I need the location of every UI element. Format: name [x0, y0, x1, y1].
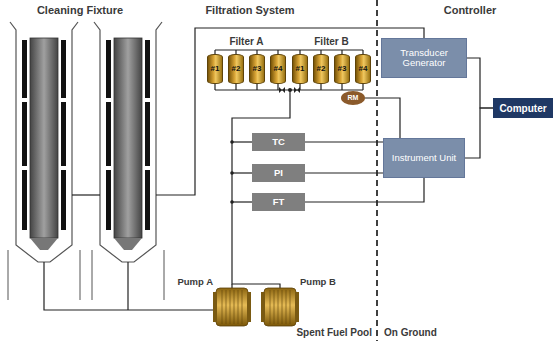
- node-text: #3: [338, 65, 347, 74]
- node-text: TC: [272, 137, 285, 147]
- sensor-box: FT: [252, 193, 305, 211]
- cleaning-column: [8, 22, 80, 300]
- region-label: On Ground: [384, 327, 504, 339]
- boundary-line: [376, 0, 378, 341]
- node-text: #2: [317, 65, 326, 74]
- signal-wire: [467, 58, 493, 108]
- node-text: #4: [274, 65, 283, 74]
- section-heading: Controller: [400, 4, 540, 17]
- filter-cartridge: #4: [270, 54, 286, 84]
- pump-symbol: [213, 288, 251, 326]
- section-heading: Cleaning Fixture: [10, 4, 150, 17]
- cleaning-column: [92, 22, 164, 300]
- group-label: Filter A: [207, 36, 286, 48]
- node-text: Instrument Unit: [392, 153, 456, 163]
- node-text: FT: [273, 197, 285, 207]
- node-text: Computer: [499, 103, 546, 114]
- sensor-box: TC: [252, 133, 305, 151]
- node-text: #1: [296, 65, 305, 74]
- node-text: PI: [274, 168, 283, 178]
- part-label: Pump A: [160, 276, 213, 287]
- controller-box: Instrument Unit: [383, 138, 465, 178]
- part-label: Pump B: [300, 276, 350, 287]
- filter-cartridge: #4: [355, 54, 371, 84]
- filter-cartridge: #2: [313, 54, 329, 84]
- signal-wire: [305, 178, 424, 202]
- filter-cartridge: #2: [228, 54, 244, 84]
- filter-cartridge: #1: [207, 54, 223, 84]
- computer-box: Computer: [493, 98, 553, 118]
- node-text: Transducer Generator: [382, 48, 466, 69]
- filter-cartridge: #3: [334, 54, 350, 84]
- sensor-box: PI: [252, 164, 305, 182]
- signal-wire: [305, 141, 383, 142]
- region-label: Spent Fuel Pool: [250, 327, 372, 339]
- signal-wire: [465, 108, 493, 158]
- controller-box: Transducer Generator: [381, 38, 467, 78]
- node-text: #1: [211, 65, 220, 74]
- node-text: #4: [359, 65, 368, 74]
- filter-cartridge: #1: [292, 54, 308, 84]
- group-label: Filter B: [292, 36, 371, 48]
- node-text: #3: [253, 65, 262, 74]
- node-text: RM: [348, 94, 359, 102]
- signal-wire: [365, 98, 400, 138]
- signal-wire: [305, 172, 383, 173]
- node-text: #2: [232, 65, 241, 74]
- meter-ellipse: RM: [341, 91, 365, 105]
- piping: [44, 28, 424, 310]
- filter-cartridge: #3: [249, 54, 265, 84]
- section-heading: Filtration System: [180, 4, 320, 17]
- pump-symbol: [261, 288, 299, 326]
